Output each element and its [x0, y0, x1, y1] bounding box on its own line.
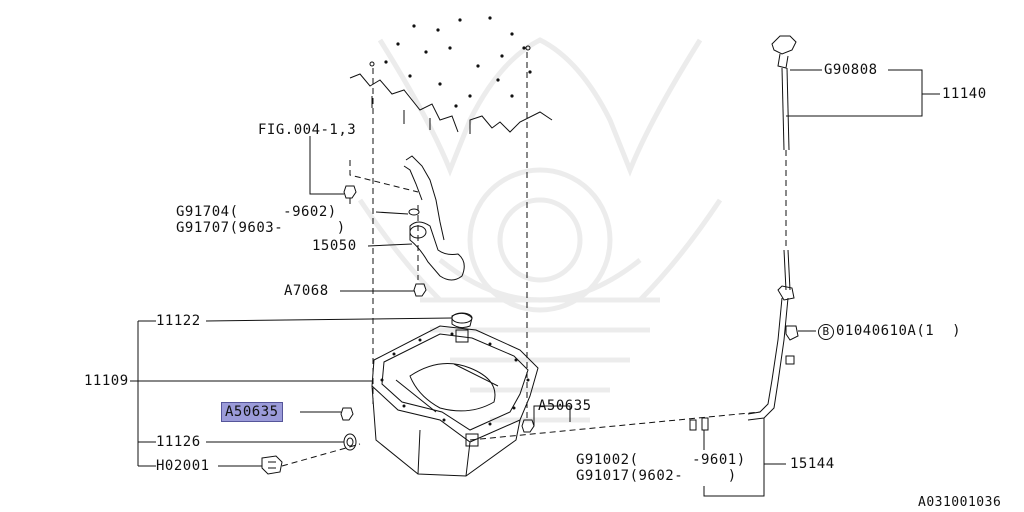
label-g91704[interactable]: G91704( -9602)	[176, 204, 337, 220]
label-11126[interactable]: 11126	[156, 434, 201, 450]
drain-plug-icon	[261, 455, 283, 475]
label-11122[interactable]: 11122	[156, 313, 201, 329]
label-11140[interactable]: 11140	[942, 86, 987, 102]
label-g91017[interactable]: G91017(9602- )	[576, 468, 737, 484]
oil-strainer-icon	[403, 155, 465, 281]
leader-lines	[130, 69, 940, 497]
label-h02001[interactable]: H02001	[156, 458, 210, 474]
label-15050[interactable]: 15050	[312, 238, 357, 254]
label-fig-ref[interactable]: FIG.004-1,3	[258, 122, 357, 138]
label-g90808[interactable]: G90808	[824, 62, 878, 78]
gasket-washer-icon	[343, 433, 357, 451]
dipstick-icon	[747, 35, 799, 421]
oil-pan-icon	[371, 312, 539, 477]
label-a50635-right[interactable]: A50635	[538, 398, 592, 414]
watermark-crest-icon	[357, 37, 723, 423]
engine-block-icon	[349, 16, 553, 134]
diagram-id: A031001036	[918, 495, 1002, 510]
label-a50635-left[interactable]: A50635	[221, 402, 283, 422]
label-a7068[interactable]: A7068	[284, 283, 329, 299]
label-11109[interactable]: 11109	[84, 373, 129, 389]
bolt-icon	[340, 185, 535, 433]
label-15144[interactable]: 15144	[790, 456, 835, 472]
alignment-lines	[281, 52, 787, 467]
label-g91707[interactable]: G91707(9603- )	[176, 220, 346, 236]
o-ring-icon	[689, 417, 709, 431]
bolt-ref-text: 01040610A(1 )	[836, 323, 962, 339]
bolt-ref-circle-icon: B	[818, 324, 834, 340]
label-g91002[interactable]: G91002( -9601)	[576, 452, 746, 468]
